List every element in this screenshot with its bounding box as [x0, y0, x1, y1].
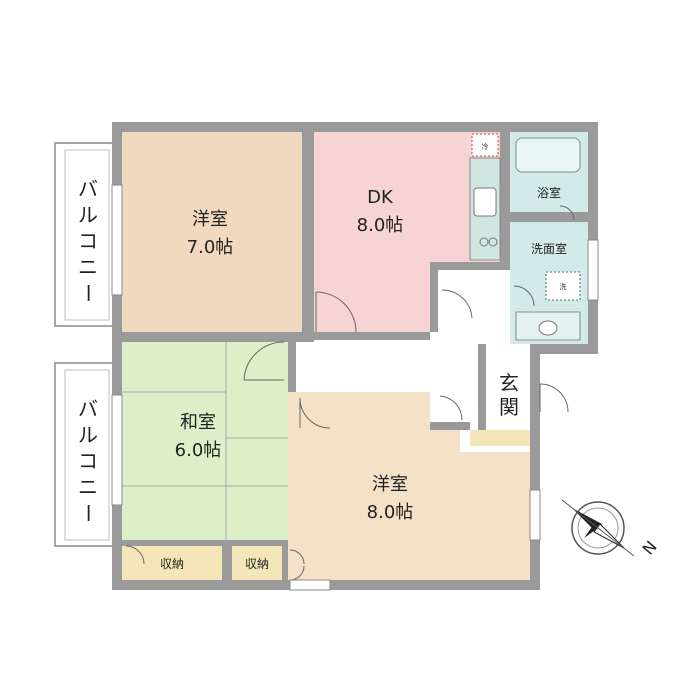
sink-icon — [473, 187, 497, 217]
western-bottom-size: 8.0帖 — [367, 502, 414, 523]
japanese-name: 和室 — [180, 412, 216, 433]
windows — [111, 184, 599, 591]
interior-walls — [122, 132, 588, 580]
balcony-label-char: ー — [76, 503, 100, 523]
bath-name: 浴室 — [537, 185, 561, 200]
washer-space — [545, 271, 581, 301]
storage-right — [232, 546, 282, 580]
balcony-label-char: ニ — [78, 255, 98, 279]
door-leaves — [244, 292, 541, 428]
western-top-size: 7.0帖 — [187, 237, 234, 258]
storage-left-name: 収納 — [160, 557, 184, 571]
fridge-mark: 冷 — [482, 142, 489, 151]
balcony-label-char: ル — [78, 203, 98, 227]
bathtub-icon — [515, 137, 581, 173]
western-top-name: 洋室 — [192, 209, 228, 230]
washroom-name: 洗面室 — [531, 241, 567, 256]
compass-icon — [561, 499, 635, 557]
fridge-space — [471, 133, 499, 157]
japanese-size: 6.0帖 — [175, 440, 222, 461]
dk-size: 8.0帖 — [357, 215, 404, 236]
entrance-label-char: 関 — [499, 395, 519, 419]
storage-right-name: 収納 — [245, 557, 269, 571]
balcony-bottom-inner — [64, 369, 110, 541]
balcony-label-char: ル — [78, 423, 98, 447]
balcony-label-char: バ — [78, 177, 98, 201]
balcony-label-char: コ — [78, 229, 98, 253]
shoe-box — [470, 430, 530, 446]
balcony-top-inner — [64, 149, 110, 321]
balcony-label-char: バ — [78, 397, 98, 421]
western-room-bottom — [288, 392, 530, 580]
balcony-label-char: ニ — [78, 475, 98, 499]
entrance-area — [484, 354, 530, 430]
dk-name: DK — [367, 187, 394, 208]
north-label: N — [639, 537, 661, 558]
japanese-room — [122, 340, 288, 540]
washer-mark: 洗 — [560, 282, 567, 291]
stove-burner-icon — [488, 237, 498, 247]
western-bottom-name: 洋室 — [372, 474, 408, 495]
balcony-label-char: ー — [76, 283, 100, 303]
balcony-label-char: コ — [78, 449, 98, 473]
tatami-lines — [122, 342, 288, 540]
dk-room — [314, 132, 500, 332]
western-room-top — [122, 132, 302, 332]
stove-burner-icon — [479, 237, 489, 247]
entrance-label-char: 玄 — [499, 371, 519, 395]
toilet-icon — [538, 320, 558, 336]
